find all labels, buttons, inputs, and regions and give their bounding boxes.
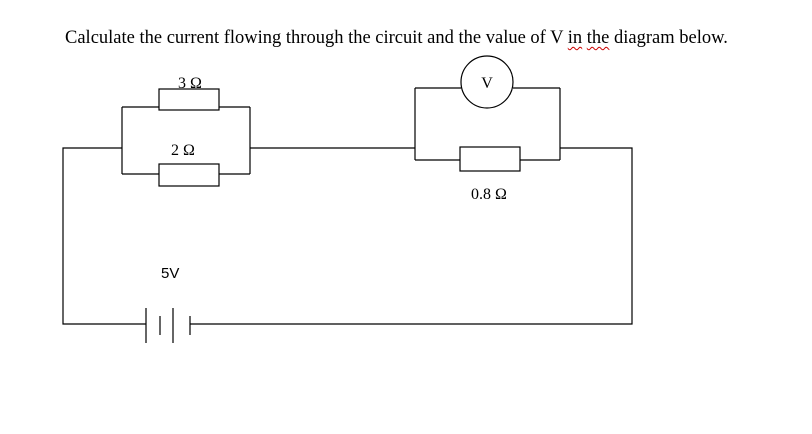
- right-parallel-frame: [414, 87, 561, 161]
- resistor-2-ohm: [158, 163, 220, 187]
- resistor-3-ohm: [158, 88, 220, 111]
- left-parallel-frame: [121, 106, 251, 175]
- label-voltmeter: V: [481, 75, 493, 92]
- spellcheck-word-the: the: [586, 28, 610, 48]
- resistor-0-8-ohm: [459, 146, 521, 172]
- label-0-8-ohm: 0.8 Ω: [471, 186, 507, 203]
- spellcheck-word-in: in: [567, 28, 583, 48]
- wire-bottom-return: [190, 147, 633, 325]
- question-main: Calculate the current flowing through th…: [65, 28, 568, 48]
- label-3-ohm: 3 Ω: [178, 75, 202, 92]
- question-text: Calculate the current flowing through th…: [65, 28, 805, 49]
- voltmeter-symbol: [460, 55, 514, 109]
- label-battery-voltage: 5V: [161, 265, 179, 282]
- label-2-ohm: 2 Ω: [171, 142, 195, 159]
- question-tail: diagram below.: [609, 28, 728, 48]
- wire-left-branch: [62, 147, 146, 325]
